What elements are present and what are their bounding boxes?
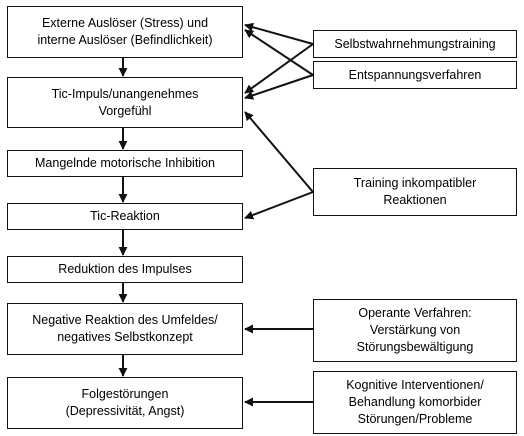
node-triggers-line-2: interne Auslöser (Befindlichkeit) [37, 33, 213, 47]
node-relaxation: Entspannungsverfahren [313, 61, 517, 89]
node-impulse-reduction-line-1: Reduktion des Impulses [58, 262, 192, 276]
node-tic-impulse-line-2: Vorgefühl [98, 103, 152, 118]
node-tic-reaction-line-1: Tic-Reaktion [90, 209, 160, 223]
node-operant-methods-line-1: Operante Verfahren: [358, 306, 472, 320]
node-self-awareness-training-line-1: Selbstwahrnehmungstraining [334, 36, 496, 51]
node-cognitive-interventions-line-3: Störungen/Probleme [357, 412, 473, 426]
arrow-self-awareness-to-tic-impulse [244, 43, 314, 94]
node-operant-methods-line-2: Verstärkung von [369, 323, 461, 337]
arrow-relaxation-to-triggers [244, 29, 314, 76]
node-negative-reaction-line-1: Negative Reaktion des Umfeldes/ [32, 313, 218, 327]
node-cognitive-interventions-line-1: Kognitive Interventionen/ [346, 378, 484, 392]
node-incompatible-reactions-line-2: Reaktionen [383, 193, 447, 207]
node-tic-reaction: Tic-Reaktion [7, 203, 243, 230]
node-impulse-reduction: Reduktion des Impulses [7, 256, 243, 283]
node-relaxation-line-1: Entspannungsverfahren [348, 67, 482, 82]
node-triggers-line-1: Externe Auslöser (Stress) und [41, 16, 209, 30]
node-negative-reaction: Negative Reaktion des Umfeldes/negatives… [7, 303, 243, 355]
node-cognitive-interventions: Kognitive Interventionen/Behandlung komo… [313, 371, 517, 434]
node-incompatible-reactions-line-1: Training inkompatibler [353, 176, 477, 190]
node-inhibition-line-1: Mangelnde motorische Inhibition [35, 156, 215, 170]
node-tic-impulse-line-1: Tic-Impuls/unangenehmes [51, 86, 199, 101]
node-triggers: Externe Auslöser (Stress) und interne Aus… [7, 6, 243, 58]
arrow-incompatible-to-tic-reaction [244, 191, 314, 220]
node-negative-reaction-line-2: negatives Selbstkonzept [57, 330, 193, 344]
node-self-awareness-training: Selbstwahrnehmungstraining [313, 30, 517, 58]
arrow-relaxation-to-tic-impulse [244, 74, 314, 100]
node-inhibition: Mangelnde motorische Inhibition [7, 150, 243, 177]
node-secondary-disorders: Folgestörungen (Depressivität, Angst) [7, 377, 243, 429]
node-secondary-disorders-line-2: (Depressivität, Angst) [65, 404, 185, 418]
arrow-self-awareness-to-triggers [244, 22, 314, 45]
node-operant-methods-line-3: Störungsbewältigung [356, 340, 474, 354]
node-cognitive-interventions-line-2: Behandlung komorbider [348, 395, 482, 409]
node-secondary-disorders-line-1: Folgestörungen [81, 387, 169, 401]
arrow-incompatible-to-tic-impulse [244, 111, 314, 193]
